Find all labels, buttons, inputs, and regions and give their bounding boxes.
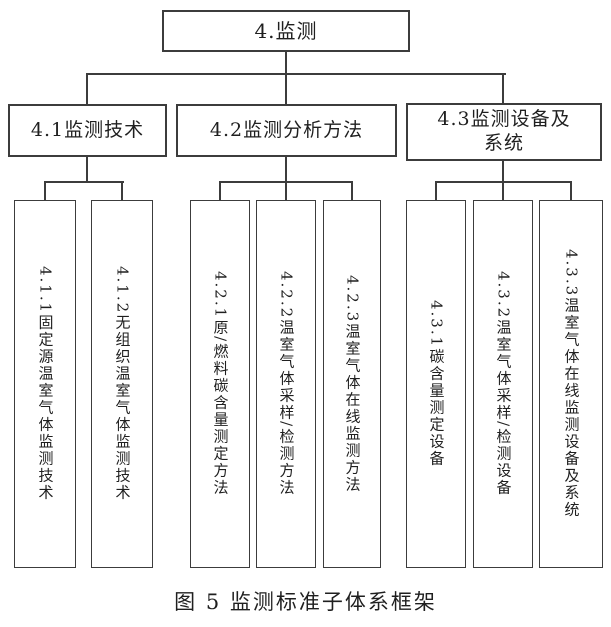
- node-4-3-2-label: 4.3.2温室气体采样/检测设备: [494, 271, 513, 497]
- connector-drop-4-2: [285, 73, 287, 105]
- node-4-3-2: 4.3.2温室气体采样/检测设备: [473, 200, 533, 568]
- connector-level1-branch: [86, 73, 506, 75]
- node-4-1-2-label: 4.1.2无组织温室气体监测技术: [113, 266, 132, 502]
- node-4-1-2: 4.1.2无组织温室气体监测技术: [91, 200, 153, 568]
- connector-drop-4-2-2: [285, 181, 287, 201]
- connector-root-stub: [285, 52, 287, 75]
- node-4-3-1-label: 4.3.1碳含量测定设备: [427, 300, 446, 468]
- connector-drop-4-1-2: [121, 181, 123, 201]
- node-4-3-3-label: 4.3.3温室气体在线监测设备及系统: [562, 249, 581, 519]
- node-4-2-3: 4.2.3温室气体在线监测方法: [323, 200, 381, 568]
- connector-drop-4-3: [502, 73, 504, 105]
- node-root: 4.监测: [162, 10, 410, 52]
- connector-branch-4-1: [44, 181, 124, 183]
- connector-drop-4-2-1: [219, 181, 221, 201]
- node-4-2-1: 4.2.1原/燃料碳含量测定方法: [190, 200, 250, 568]
- node-4-2-3-label: 4.2.3温室气体在线监测方法: [343, 274, 362, 494]
- node-4-3-1: 4.3.1碳含量测定设备: [406, 200, 466, 568]
- node-4-2-2: 4.2.2温室气体采样/检测方法: [256, 200, 316, 568]
- connector-stub-4-3: [502, 161, 504, 182]
- connector-drop-4-1: [86, 73, 88, 105]
- connector-drop-4-2-3: [351, 181, 353, 201]
- node-4-3-3: 4.3.3温室气体在线监测设备及系统: [539, 200, 603, 568]
- node-4-1-1: 4.1.1固定源温室气体监测技术: [14, 200, 76, 568]
- node-4-2: 4.2监测分析方法: [176, 104, 397, 157]
- node-4-1-1-label: 4.1.1固定源温室气体监测技术: [36, 266, 55, 502]
- node-4-3: 4.3监测设备及 系统: [406, 103, 602, 161]
- node-4-2-1-label: 4.2.1原/燃料碳含量测定方法: [211, 271, 230, 497]
- node-4-1: 4.1监测技术: [8, 104, 167, 157]
- connector-drop-4-1-1: [44, 181, 46, 201]
- figure-caption: 图 5 监测标准子体系框架: [174, 590, 437, 614]
- node-4-2-2-label: 4.2.2温室气体采样/检测方法: [277, 271, 296, 497]
- connector-stub-4-1: [86, 157, 88, 182]
- connector-drop-4-3-2: [502, 181, 504, 201]
- connector-drop-4-3-1: [435, 181, 437, 201]
- connector-drop-4-3-3: [570, 181, 572, 201]
- connector-stub-4-2: [285, 157, 287, 182]
